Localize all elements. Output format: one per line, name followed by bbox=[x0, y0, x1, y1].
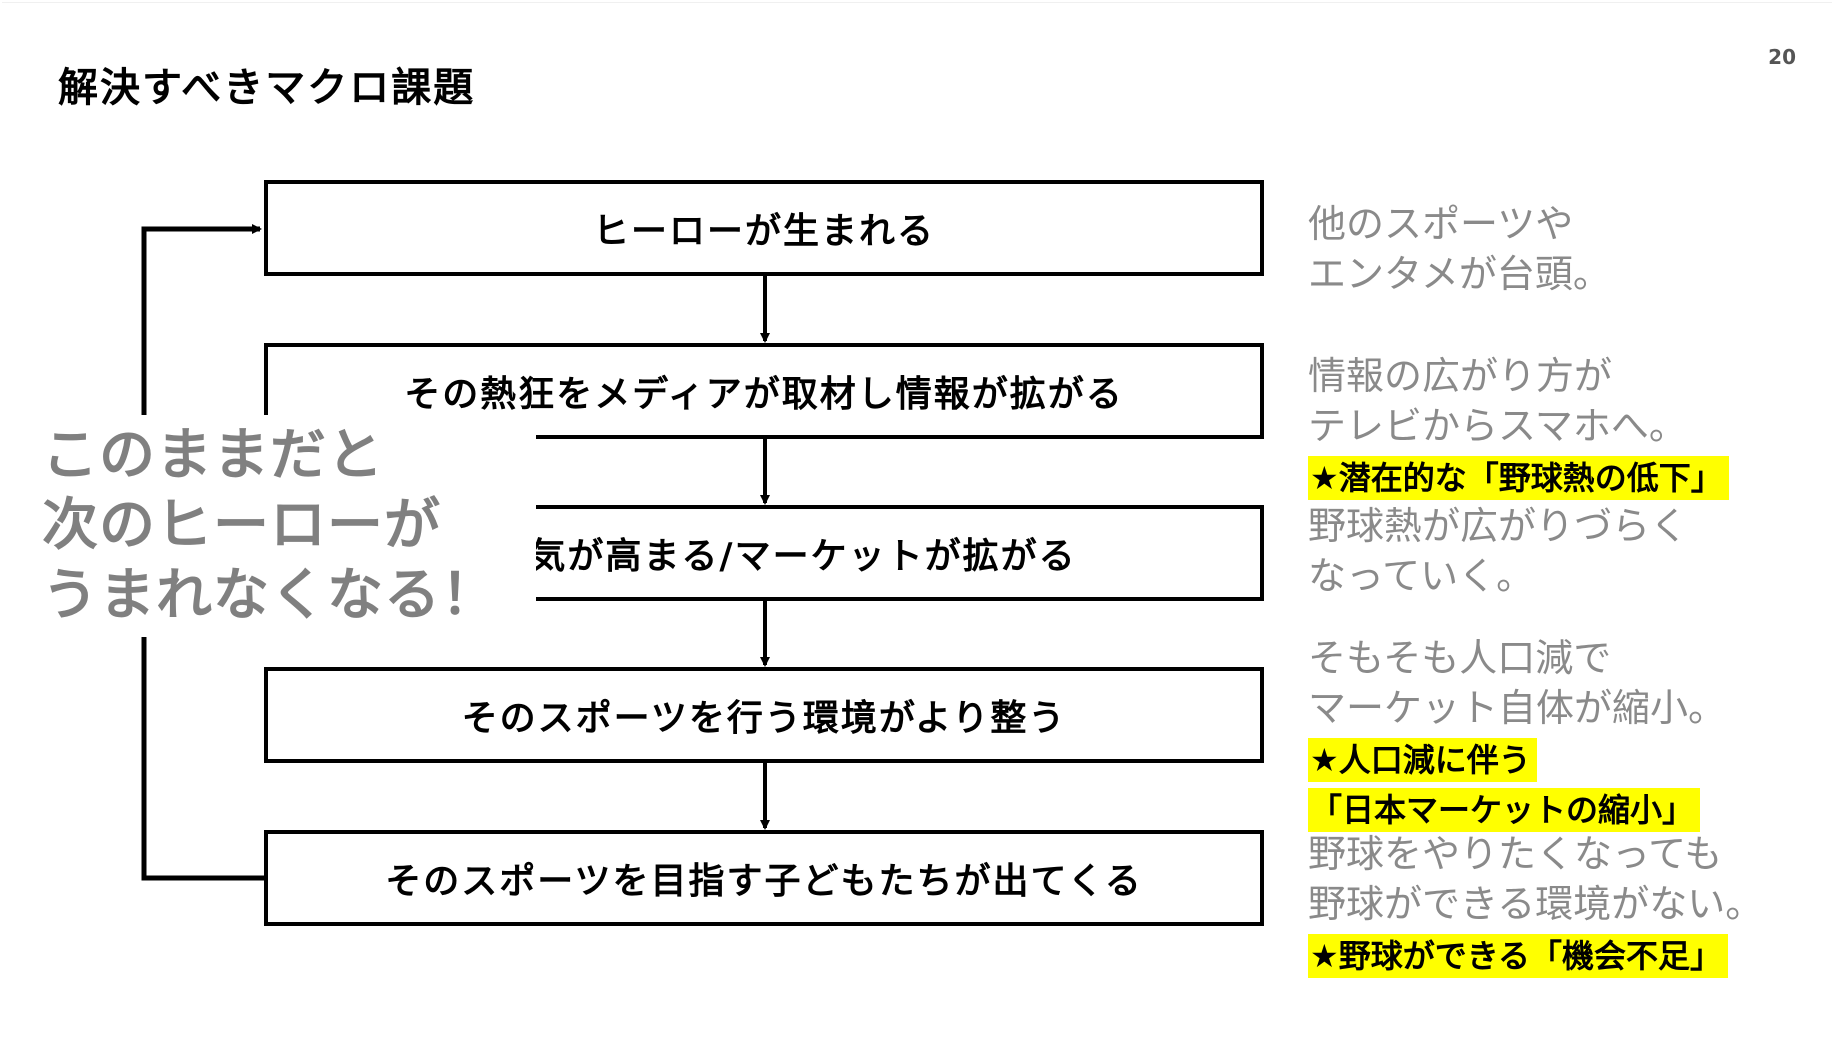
warning-overlay: このままだと 次のヒーローが うまれなくなる！ bbox=[36, 415, 536, 637]
note-population: そもそも人口減で マーケット自体が縮小。 ★人口減に伴う 「日本マーケットの縮小… bbox=[1308, 633, 1726, 833]
highlight-opportunity-shortage: ★野球ができる「機会不足」 bbox=[1308, 934, 1729, 978]
warning-line: うまれなくなる！ bbox=[42, 563, 498, 628]
highlight-market-shrink: 「日本マーケットの縮小」 bbox=[1308, 788, 1701, 832]
flow-box-label: その熱狂をメディアが取材し情報が拡がる bbox=[404, 374, 1124, 415]
note-competition: 他のスポーツや エンタメが台頭。 bbox=[1308, 202, 1611, 296]
warning-line: 次のヒーローが bbox=[42, 493, 441, 558]
slide-title: 解決すべきマクロ課題 bbox=[58, 65, 476, 111]
page-number: 20 bbox=[1768, 45, 1796, 69]
flow-box-label: 人気が高まる/マーケットが拡がる bbox=[491, 536, 1077, 577]
highlight-population-decline: ★人口減に伴う bbox=[1308, 738, 1537, 782]
note-information-spread: 情報の広がり方が テレビからスマホへ。 ★潜在的な「野球熱の低下」 野球熱が広が… bbox=[1308, 351, 1729, 601]
highlight-baseball-fever: ★潜在的な「野球熱の低下」 bbox=[1308, 456, 1729, 500]
flow-box-label: そのスポーツを行う環境がより整う bbox=[461, 698, 1067, 739]
flow-box-hero: ヒーローが生まれる bbox=[264, 180, 1264, 276]
flow-box-environment: そのスポーツを行う環境がより整う bbox=[264, 667, 1264, 763]
note-opportunity: 野球をやりたくなっても 野球ができる環境がない。 ★野球ができる「機会不足」 bbox=[1308, 829, 1763, 979]
flow-box-label: ヒーローが生まれる bbox=[592, 211, 935, 252]
warning-line: このままだと bbox=[42, 423, 384, 488]
flow-box-label: そのスポーツを目指す子どもたちが出てくる bbox=[385, 861, 1143, 902]
flow-box-children: そのスポーツを目指す子どもたちが出てくる bbox=[264, 830, 1264, 926]
